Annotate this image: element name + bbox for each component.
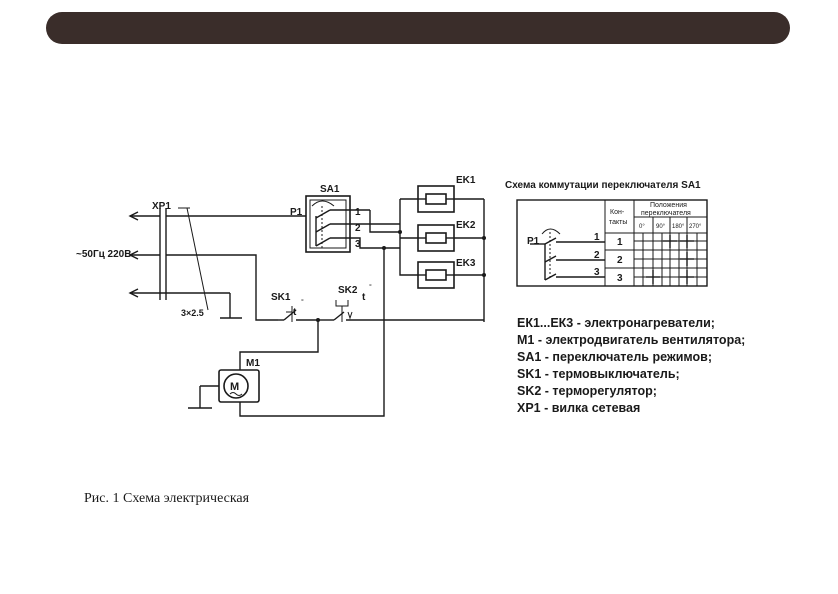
sk2-degree: ° xyxy=(369,283,372,291)
component-legend: ЕК1...ЕК3 - электронагреватели; М1 - эле… xyxy=(517,315,817,417)
pos-180: 180° xyxy=(672,224,685,230)
legend-item-heaters: ЕК1...ЕК3 - электронагреватели; xyxy=(517,316,715,330)
motor-symbol: M xyxy=(230,381,239,393)
legend-item-plug: ХР1 - вилка сетевая xyxy=(517,401,641,415)
legend-item-thermo-regulator: SK2 - терморегулятор; xyxy=(517,384,657,398)
sk1-label: SK1 xyxy=(271,292,291,303)
table-row-2: 2 xyxy=(617,255,623,266)
heater-ek3 xyxy=(417,261,455,289)
table-wire-2-label: 2 xyxy=(594,250,600,261)
motor-m1 xyxy=(218,369,260,403)
heater-ek2 xyxy=(417,224,455,252)
sa1-contact-2-label: 2 xyxy=(355,223,361,234)
plug-xp1 xyxy=(128,207,230,311)
contacts-header-2: такты xyxy=(609,219,627,226)
heater-ek1 xyxy=(417,185,455,213)
contacts-header-1: Кон- xyxy=(610,209,625,216)
sa1-contact-1-label: 1 xyxy=(355,207,361,218)
table-row-1: 1 xyxy=(617,237,623,248)
table-wire-3-label: 3 xyxy=(594,267,600,278)
switch-table xyxy=(516,199,708,287)
sk2-label: SK2 xyxy=(338,285,358,296)
m1-label: M1 xyxy=(246,358,260,369)
xp1-label: XP1 xyxy=(152,201,171,212)
figure-caption: Рис. 1 Схема электрическая xyxy=(84,491,250,506)
thermo-switch-sk1 xyxy=(278,306,318,322)
table-p1-label: P1 xyxy=(527,236,540,247)
sk2-temp-label: t xyxy=(362,292,366,303)
table-row-3: 3 xyxy=(617,273,623,284)
header-banner xyxy=(46,12,790,44)
legend-item-mode-switch: SA1 - переключатель режимов; xyxy=(517,350,712,364)
p1-label: P1 xyxy=(290,207,303,218)
legend-item-thermo-switch: SK1 - термовыключатель; xyxy=(517,367,680,381)
pos-0: 0° xyxy=(639,224,645,230)
wire-gauge-label: 3×2.5 xyxy=(181,308,204,318)
switch-sa1 xyxy=(305,195,351,253)
legend-item-motor: М1 - электродвигатель вентилятора; xyxy=(517,333,746,347)
table-wire-1-label: 1 xyxy=(594,232,600,243)
sk1-temp-label: t xyxy=(293,307,297,318)
ek3-label: EK3 xyxy=(456,258,476,269)
plug-ground xyxy=(220,293,242,319)
pos-270: 270° xyxy=(689,224,702,230)
ek2-label: EK2 xyxy=(456,220,476,231)
sa1-label: SA1 xyxy=(320,184,340,195)
sa1-contact-3-label: 3 xyxy=(355,239,361,250)
pos-90: 90° xyxy=(656,224,666,230)
motor-ground xyxy=(188,385,219,409)
ek1-label: EK1 xyxy=(456,175,476,186)
switch-table-title: Схема коммутации переключателя SA1 xyxy=(505,180,701,191)
supply-label: ~50Гц 220В xyxy=(76,249,131,260)
sk1-degree: ° xyxy=(301,298,304,306)
positions-header-2: переключателя xyxy=(641,210,691,217)
positions-header-1: Положения xyxy=(650,202,687,209)
thermo-regulator-sk2 xyxy=(318,300,484,322)
